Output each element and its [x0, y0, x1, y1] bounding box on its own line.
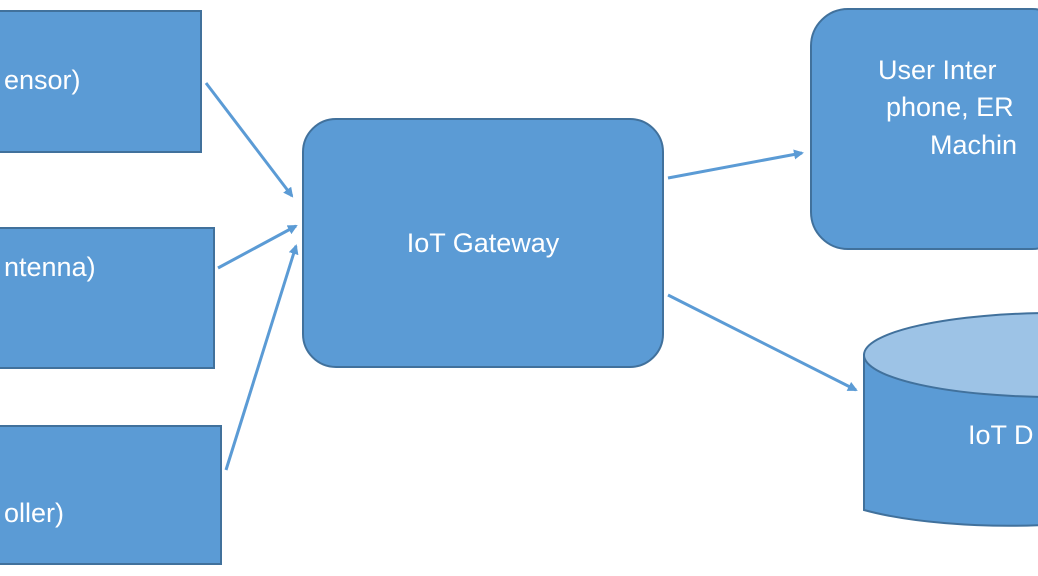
- user-interface-line-1: User Inter: [878, 55, 997, 85]
- source-box-controller-label: oller): [4, 498, 65, 528]
- user-interface-line-3: Machin: [930, 129, 1018, 160]
- iot-database-body: [863, 354, 1038, 527]
- arrow-src1-to-gateway: [204, 82, 294, 198]
- user-interface-line-2: phone, ER: [886, 92, 1014, 123]
- arrow-gateway-to-db: [667, 293, 858, 392]
- user-interface-node: User Inter phone, ER Machin: [810, 8, 1038, 250]
- iot-database-label: IoT D: [968, 420, 1034, 450]
- arrow-src2-to-gateway: [217, 224, 298, 270]
- source-box-sensor-label: ensor): [4, 65, 81, 95]
- iot-gateway-label: IoT Gateway: [406, 227, 560, 258]
- iot-database-top: [863, 312, 1038, 398]
- source-box-sensor: ensor): [0, 10, 202, 153]
- arrow-src3-to-gateway: [224, 244, 299, 471]
- source-box-antenna: ntenna): [0, 227, 215, 369]
- source-box-antenna-label: ntenna): [4, 252, 96, 282]
- arrow-gateway-to-ui: [667, 149, 804, 180]
- iot-gateway-node: IoT Gateway: [302, 118, 664, 368]
- source-box-controller: oller): [0, 425, 222, 565]
